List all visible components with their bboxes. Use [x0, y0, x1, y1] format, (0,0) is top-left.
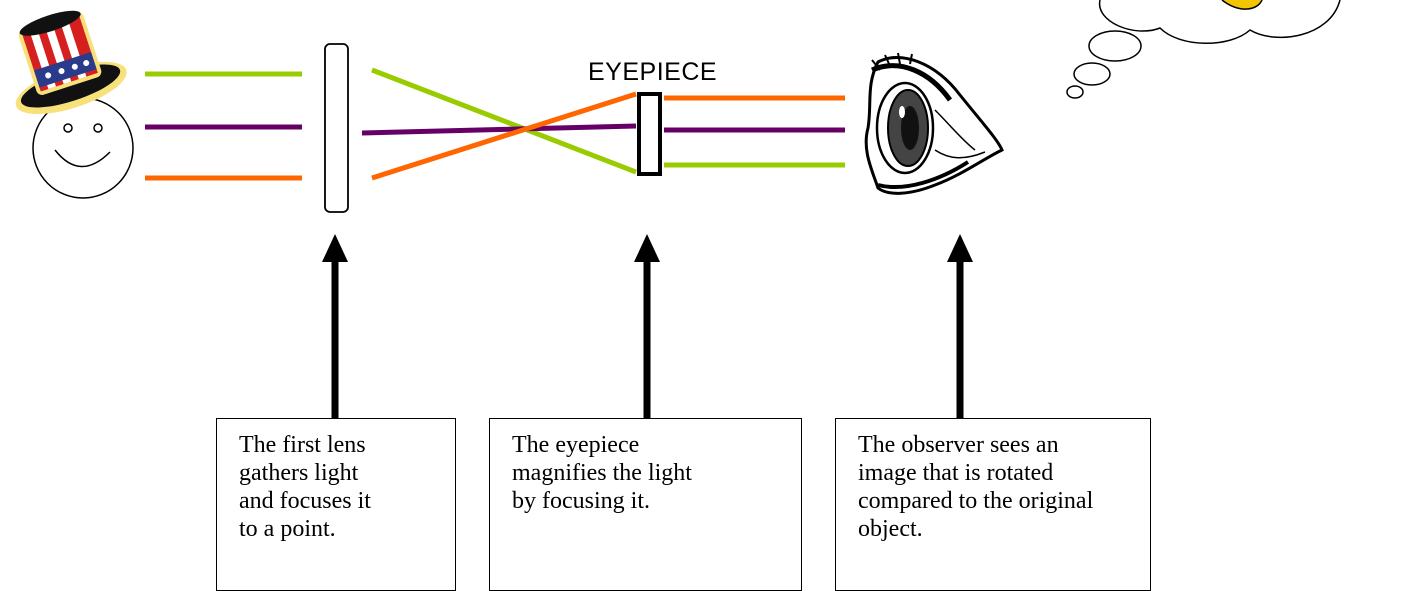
smiley-face-icon [32, 97, 134, 199]
caption-line: The observer sees an [858, 432, 1059, 458]
caption-line: magnifies the light [512, 460, 692, 486]
caption-line: to a point. [239, 516, 336, 542]
caption-line: compared to the original [858, 488, 1094, 514]
first-lens [324, 43, 349, 213]
caption-line: object. [858, 516, 923, 542]
eyepiece-label: EYEPIECE [588, 58, 718, 86]
eye-icon [864, 52, 1004, 195]
arrow-to-eye [947, 234, 973, 418]
thought-bubble-icon [1066, 0, 1341, 99]
caption-box-eyepiece: The eyepiece magnifies the light by focu… [489, 418, 802, 591]
arrow-to-eyepiece [634, 234, 660, 418]
caption-line: The first lens [239, 432, 366, 458]
eyepiece-lens [637, 92, 662, 176]
caption-line: image that is rotated [858, 460, 1054, 486]
outgoing-rays [664, 95, 845, 168]
ray-green-converging [371, 67, 637, 175]
caption-line: and focuses it [239, 488, 371, 514]
converging-rays [361, 67, 637, 181]
ray-orange-converging [371, 91, 637, 181]
caption-line: The eyepiece [512, 432, 640, 458]
top-hat-icon [15, 10, 127, 115]
arrow-to-first-lens [322, 234, 348, 418]
caption-line: by focusing it. [512, 488, 650, 514]
caption-line: gathers light [239, 460, 359, 486]
pointer-arrows [322, 234, 973, 418]
caption-box-first-lens: The first lens gathers light and focuses… [216, 418, 456, 591]
ray-purple-converging [361, 123, 637, 136]
incoming-rays [145, 71, 302, 181]
caption-box-observer: The observer sees an image that is rotat… [835, 418, 1151, 591]
